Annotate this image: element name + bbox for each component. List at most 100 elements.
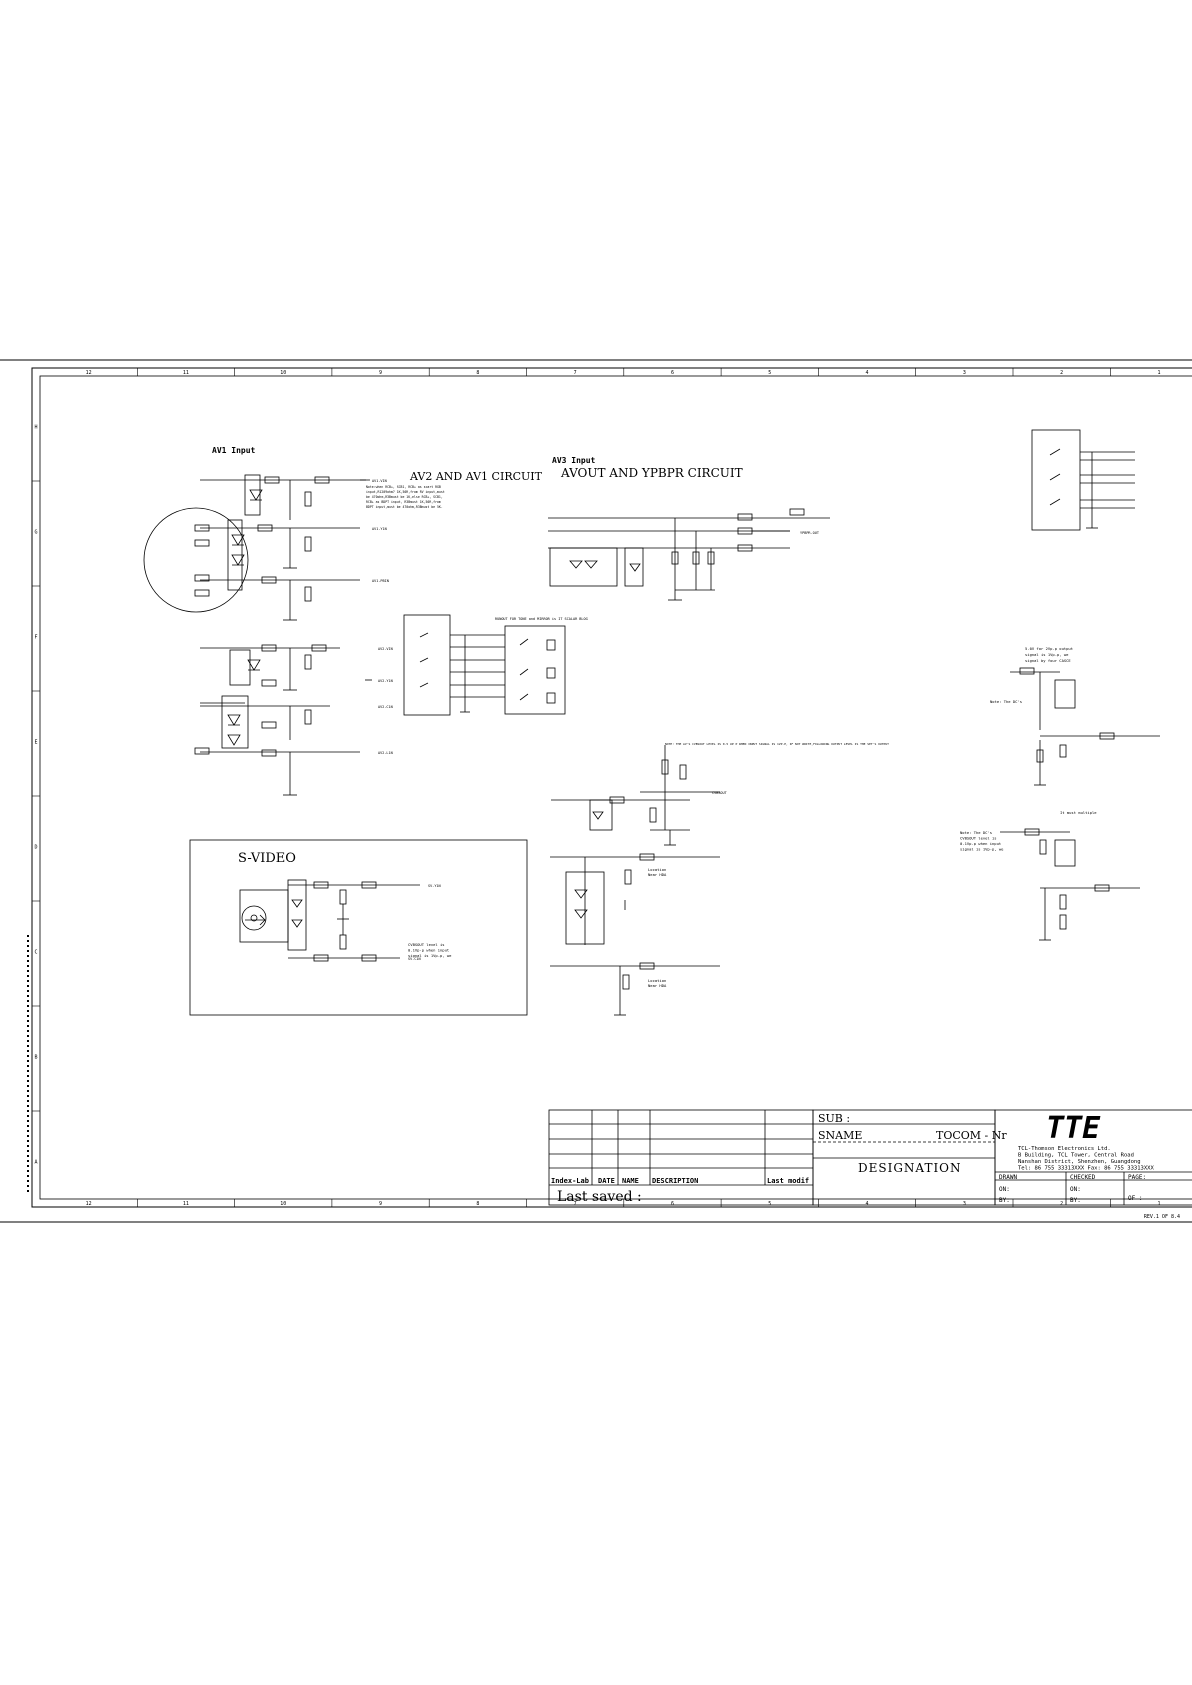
column-number: 10 xyxy=(280,1201,286,1207)
column-number: 3 xyxy=(963,1201,966,1207)
net-ypbpr-out: YPBPR-OUT xyxy=(800,531,820,535)
note-line: Nanshan District, Shenzhen, Guangdong xyxy=(1018,1159,1141,1165)
net-av1-pb: AV1-PBIN xyxy=(372,579,389,583)
note-line: RCB+ as BDPT input, R3Bmust 1K,50R,from xyxy=(366,500,441,504)
title-page: PAGE: xyxy=(1128,1174,1146,1181)
column-number: 1 xyxy=(1157,370,1160,376)
note-line: signal by four CASCE xyxy=(1025,658,1071,663)
note-line: Tel: 86 755 33313XXX Fax: 86 755 33313XX… xyxy=(1018,1166,1154,1172)
company-logo: TTE xyxy=(1046,1111,1101,1146)
column-number: 3 xyxy=(963,370,966,376)
s-video-title: S-VIDEO xyxy=(238,851,296,866)
column-number: 7 xyxy=(574,1201,577,1207)
column-number: 2 xyxy=(1060,370,1063,376)
s-video-section xyxy=(189,839,528,1016)
column-number: 1 xyxy=(1157,1201,1160,1207)
right-note-2: Note: The DC's xyxy=(990,699,1022,704)
column-number: 6 xyxy=(671,1201,674,1207)
row-letter: F xyxy=(34,635,37,641)
note-line: signal is 1Vp-p, we xyxy=(408,953,452,958)
net-av2-y: AV2-Y1N xyxy=(378,679,393,683)
row-letter: B xyxy=(34,1055,37,1061)
switch-note: RUNOUT FOR TONE and MIRROR is IT SCALAR … xyxy=(495,617,588,621)
note-line: signal is 1Vp-p, we xyxy=(1025,652,1069,657)
net-av1-vin: AV1-VIN xyxy=(372,479,387,483)
net-sv-c: SV-C1N xyxy=(408,957,421,961)
column-number: 10 xyxy=(280,370,286,376)
av1-input-title: AV1 Input xyxy=(212,446,256,455)
note-line: input,R1209ohm? 1K,50R,from RV input,mus… xyxy=(366,490,445,494)
av1-note: Note:when RCB+, SCB1, RCB+ as scart RGBi… xyxy=(366,485,445,509)
row-letter: C xyxy=(34,950,37,956)
note-line: CVBSOUT level is xyxy=(960,836,997,841)
title-checked: CHECKED xyxy=(1070,1174,1096,1181)
note-line: 0.1Vp-p when input xyxy=(408,948,449,953)
net-av2-l: AV2-L1N xyxy=(378,751,393,755)
note-line: signal is 1Vp-p, we xyxy=(960,847,1004,852)
note-line: TCL-Thomson Electronics Ltd. xyxy=(1018,1146,1111,1152)
column-number: 5 xyxy=(768,1201,771,1207)
title-tocom: TOCOM - Nr xyxy=(936,1129,1007,1142)
note-line: Location xyxy=(648,867,666,872)
column-number: 7 xyxy=(574,370,577,376)
note-line: be 470ohm,R3Bmust be 1K,else RCB+, SCB1, xyxy=(366,495,443,499)
note-line: 0.1Vp-p when input xyxy=(960,841,1001,846)
column-number: 8 xyxy=(476,370,479,376)
row-letter: D xyxy=(34,845,37,851)
title-description: DESCRIPTION xyxy=(652,1177,698,1185)
title-by-2: BY: xyxy=(1070,1197,1081,1204)
revision-note: REV.1 OF 8.4 xyxy=(1144,1214,1180,1220)
audio-switch-block xyxy=(403,614,566,716)
note-line: Near HDA xyxy=(648,872,667,877)
avout-ypbpr-title: AVOUT AND YPBPR CIRCUIT xyxy=(560,466,743,480)
note-line: Note: The DC's xyxy=(960,830,992,835)
center-cvbs-output xyxy=(550,745,720,1016)
note-line: BDPT input,must be 470ohm,R3Bmust be 5K. xyxy=(366,505,443,509)
right-upper-connector xyxy=(1031,429,1135,531)
note-line: Note:when RCB+, SCB1, RCB+ as scart RGB xyxy=(366,485,441,489)
title-last-modif: Last modif xyxy=(767,1177,809,1185)
net-av2-vin: AV2-VIN xyxy=(378,647,393,651)
column-number: 8 xyxy=(476,1201,479,1207)
note-line: 5.0V for 2Vp-p output xyxy=(1025,646,1073,651)
title-on-1: ON: xyxy=(999,1186,1010,1193)
row-letter: G xyxy=(34,530,37,536)
note-line: B Building, TCL Tower, Central Road xyxy=(1018,1153,1134,1159)
avout-ypbpr-circuit xyxy=(548,508,830,601)
column-number: 2 xyxy=(1060,1201,1063,1207)
row-letter: E xyxy=(34,740,37,746)
sheet-frame xyxy=(0,359,1192,1223)
company-address: TCL-Thomson Electronics Ltd.B Building, … xyxy=(1018,1146,1154,1172)
right-buffer-lower xyxy=(1000,828,1140,941)
column-number: 4 xyxy=(866,1201,869,1207)
right-buffer-upper xyxy=(1010,667,1160,786)
title-designation: DESIGNATION xyxy=(858,1161,962,1175)
title-index-lab: Index-Lab xyxy=(551,1177,589,1185)
av3-input-title: AV3 Input xyxy=(552,456,596,465)
column-number: 9 xyxy=(379,370,382,376)
column-number: 11 xyxy=(183,1201,189,1207)
column-number: 12 xyxy=(86,370,92,376)
title-block xyxy=(548,1109,1192,1206)
title-sname: SNAME xyxy=(818,1129,862,1142)
av2-av1-circuit-title: AV2 AND AV1 CIRCUIT xyxy=(409,470,543,483)
title-sub: SUB : xyxy=(818,1112,850,1125)
right-note-3: It must multiple xyxy=(1060,810,1097,815)
column-number: 12 xyxy=(86,1201,92,1207)
av1-av2-circuit xyxy=(143,474,372,796)
avout-note: NOTE: THE AV'S CVBSOUT LEVEL IS 0.5 UP P… xyxy=(665,742,889,746)
column-number: 9 xyxy=(379,1201,382,1207)
net-av1-y: AV1-Y1N xyxy=(372,527,387,531)
net-cvbsout: CVBSOUT xyxy=(712,791,728,795)
column-number: 11 xyxy=(183,370,189,376)
title-of: OF : xyxy=(1128,1195,1142,1202)
row-letter: H xyxy=(34,425,37,431)
column-number: 6 xyxy=(671,370,674,376)
title-drawn: DRAWN xyxy=(999,1174,1017,1181)
title-last-saved: Last saved : xyxy=(557,1189,642,1205)
